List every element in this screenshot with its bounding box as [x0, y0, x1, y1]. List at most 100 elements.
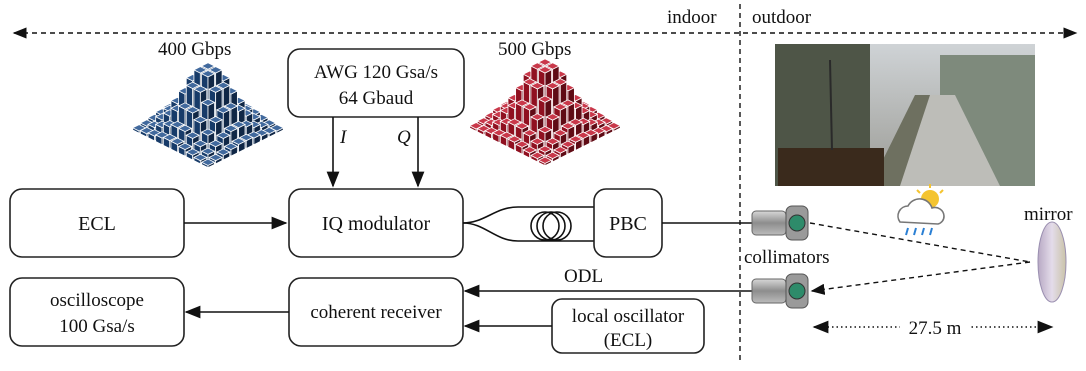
mirror-label: mirror — [1024, 204, 1073, 225]
constellation-label-400: 400 Gbps — [158, 39, 231, 60]
fiber-upper-path — [462, 206, 594, 224]
constellation-bar-face — [522, 146, 538, 154]
outdoor-photo — [775, 44, 1035, 186]
fiber-coil-2 — [536, 211, 566, 241]
constellation-bar-face — [193, 116, 208, 124]
constellation-bar-face — [193, 139, 208, 148]
constellation-bar-face — [200, 62, 216, 70]
ecl-label: ECL — [78, 213, 116, 235]
constellation-bar-face — [598, 117, 614, 125]
constellation-bar-face — [185, 148, 201, 156]
constellation-bar-face — [208, 85, 223, 93]
constellation-bar-face — [185, 131, 201, 139]
constellation-400-gbps — [131, 62, 285, 169]
constellation-bar-face — [552, 103, 568, 111]
constellation-bar-face — [537, 66, 553, 74]
constellation-bar-face — [208, 66, 223, 74]
fiber-coil-3 — [542, 211, 572, 241]
collimator-tx — [751, 205, 809, 241]
constellation-bar-face — [537, 58, 553, 66]
oscilloscope-line2: 100 Gsa/s — [59, 316, 134, 337]
awg-box — [287, 48, 465, 118]
constellation-500-gbps — [468, 58, 622, 167]
i-label: I — [339, 127, 348, 148]
constellation-bar-face — [476, 117, 492, 125]
constellation-bar-face — [514, 99, 530, 107]
constellation-bar-face — [522, 103, 538, 111]
constellation-bar-face — [507, 135, 522, 143]
constellation-bar-face — [537, 145, 553, 153]
pbc-label: PBC — [609, 213, 647, 235]
constellation-bar-face — [552, 146, 568, 154]
constellation-bar-face — [552, 78, 568, 86]
collimator-rx — [751, 273, 809, 309]
iq-modulator-label: IQ modulator — [322, 213, 431, 235]
constellation-bar-face — [545, 62, 560, 70]
constellation-bar-face — [215, 106, 231, 114]
constellation-bar-face — [530, 113, 545, 121]
constellation-bar-face — [545, 82, 560, 90]
q-label: Q — [397, 127, 411, 148]
local-oscillator-line2: (ECL) — [604, 330, 653, 351]
constellation-bar-face — [238, 133, 254, 142]
distance-label: 27.5 m — [909, 318, 962, 339]
constellation-bar-face — [200, 158, 216, 166]
constellation-bar-face — [193, 153, 208, 162]
local-oscillator-line1: local oscillator — [572, 306, 685, 327]
cloud-sun-rain-icon — [897, 184, 945, 236]
constellation-bar-face — [215, 131, 231, 139]
constellation-bar-face — [575, 131, 591, 139]
constellation-bar-face — [193, 66, 208, 74]
constellation-bar-face — [530, 62, 545, 70]
constellation-bar-face — [514, 122, 530, 130]
awg-line1: AWG 120 Gsa/s — [314, 62, 438, 83]
constellation-bar-face — [200, 128, 216, 136]
constellation-bar-face — [530, 82, 545, 90]
constellation-bar-face — [200, 98, 216, 107]
constellation-bar-face — [514, 140, 530, 148]
oscilloscope-line1: oscilloscope — [50, 290, 144, 311]
constellation-bar-face — [200, 147, 216, 155]
constellation-bar-face — [185, 81, 201, 90]
constellation-bar-face — [170, 137, 185, 145]
constellation-bar-face — [568, 118, 583, 126]
constellation-bar-face — [215, 148, 231, 156]
constellation-bar-face — [231, 120, 246, 129]
constellation-bar-face — [208, 116, 223, 124]
constellation-bar-face — [223, 142, 239, 151]
constellation-bar-face — [231, 137, 246, 145]
constellation-bar-face — [193, 85, 208, 93]
constellation-bar-face — [537, 156, 553, 164]
constellation-bar-face — [499, 131, 515, 139]
fiber-coil-1 — [530, 211, 560, 241]
constellation-bar-face — [530, 137, 545, 145]
constellation-bar-face — [208, 139, 223, 148]
constellation-bar-face — [522, 78, 538, 86]
awg-line2: 64 Gbaud — [339, 88, 414, 109]
constellation-bar-face — [185, 106, 201, 114]
constellation-bar-face — [177, 102, 193, 110]
collimators-label: collimators — [744, 247, 829, 268]
constellation-bar-face — [200, 70, 216, 78]
constellation-bar-face — [223, 124, 239, 133]
constellation-bar-face — [162, 133, 178, 142]
constellation-bar-face — [507, 118, 522, 126]
constellation-bar-face — [560, 122, 576, 130]
constellation-bar-face — [537, 95, 553, 103]
constellation-bar-face — [215, 81, 231, 90]
beam-return — [810, 261, 1031, 295]
constellation-label-500: 500 Gbps — [498, 39, 571, 60]
constellation-bar-face — [545, 113, 560, 121]
constellation-bar-face — [208, 153, 223, 162]
constellation-bar-face — [530, 151, 545, 160]
mirror-icon — [1037, 221, 1067, 303]
constellation-bar-face — [545, 151, 560, 160]
outdoor-label: outdoor — [752, 7, 812, 28]
constellation-bar-face — [177, 142, 193, 151]
constellation-bar-face — [552, 129, 568, 137]
constellation-bar-face — [568, 135, 583, 143]
beam-outgoing — [809, 222, 1031, 263]
constellation-bar-face — [522, 129, 538, 137]
